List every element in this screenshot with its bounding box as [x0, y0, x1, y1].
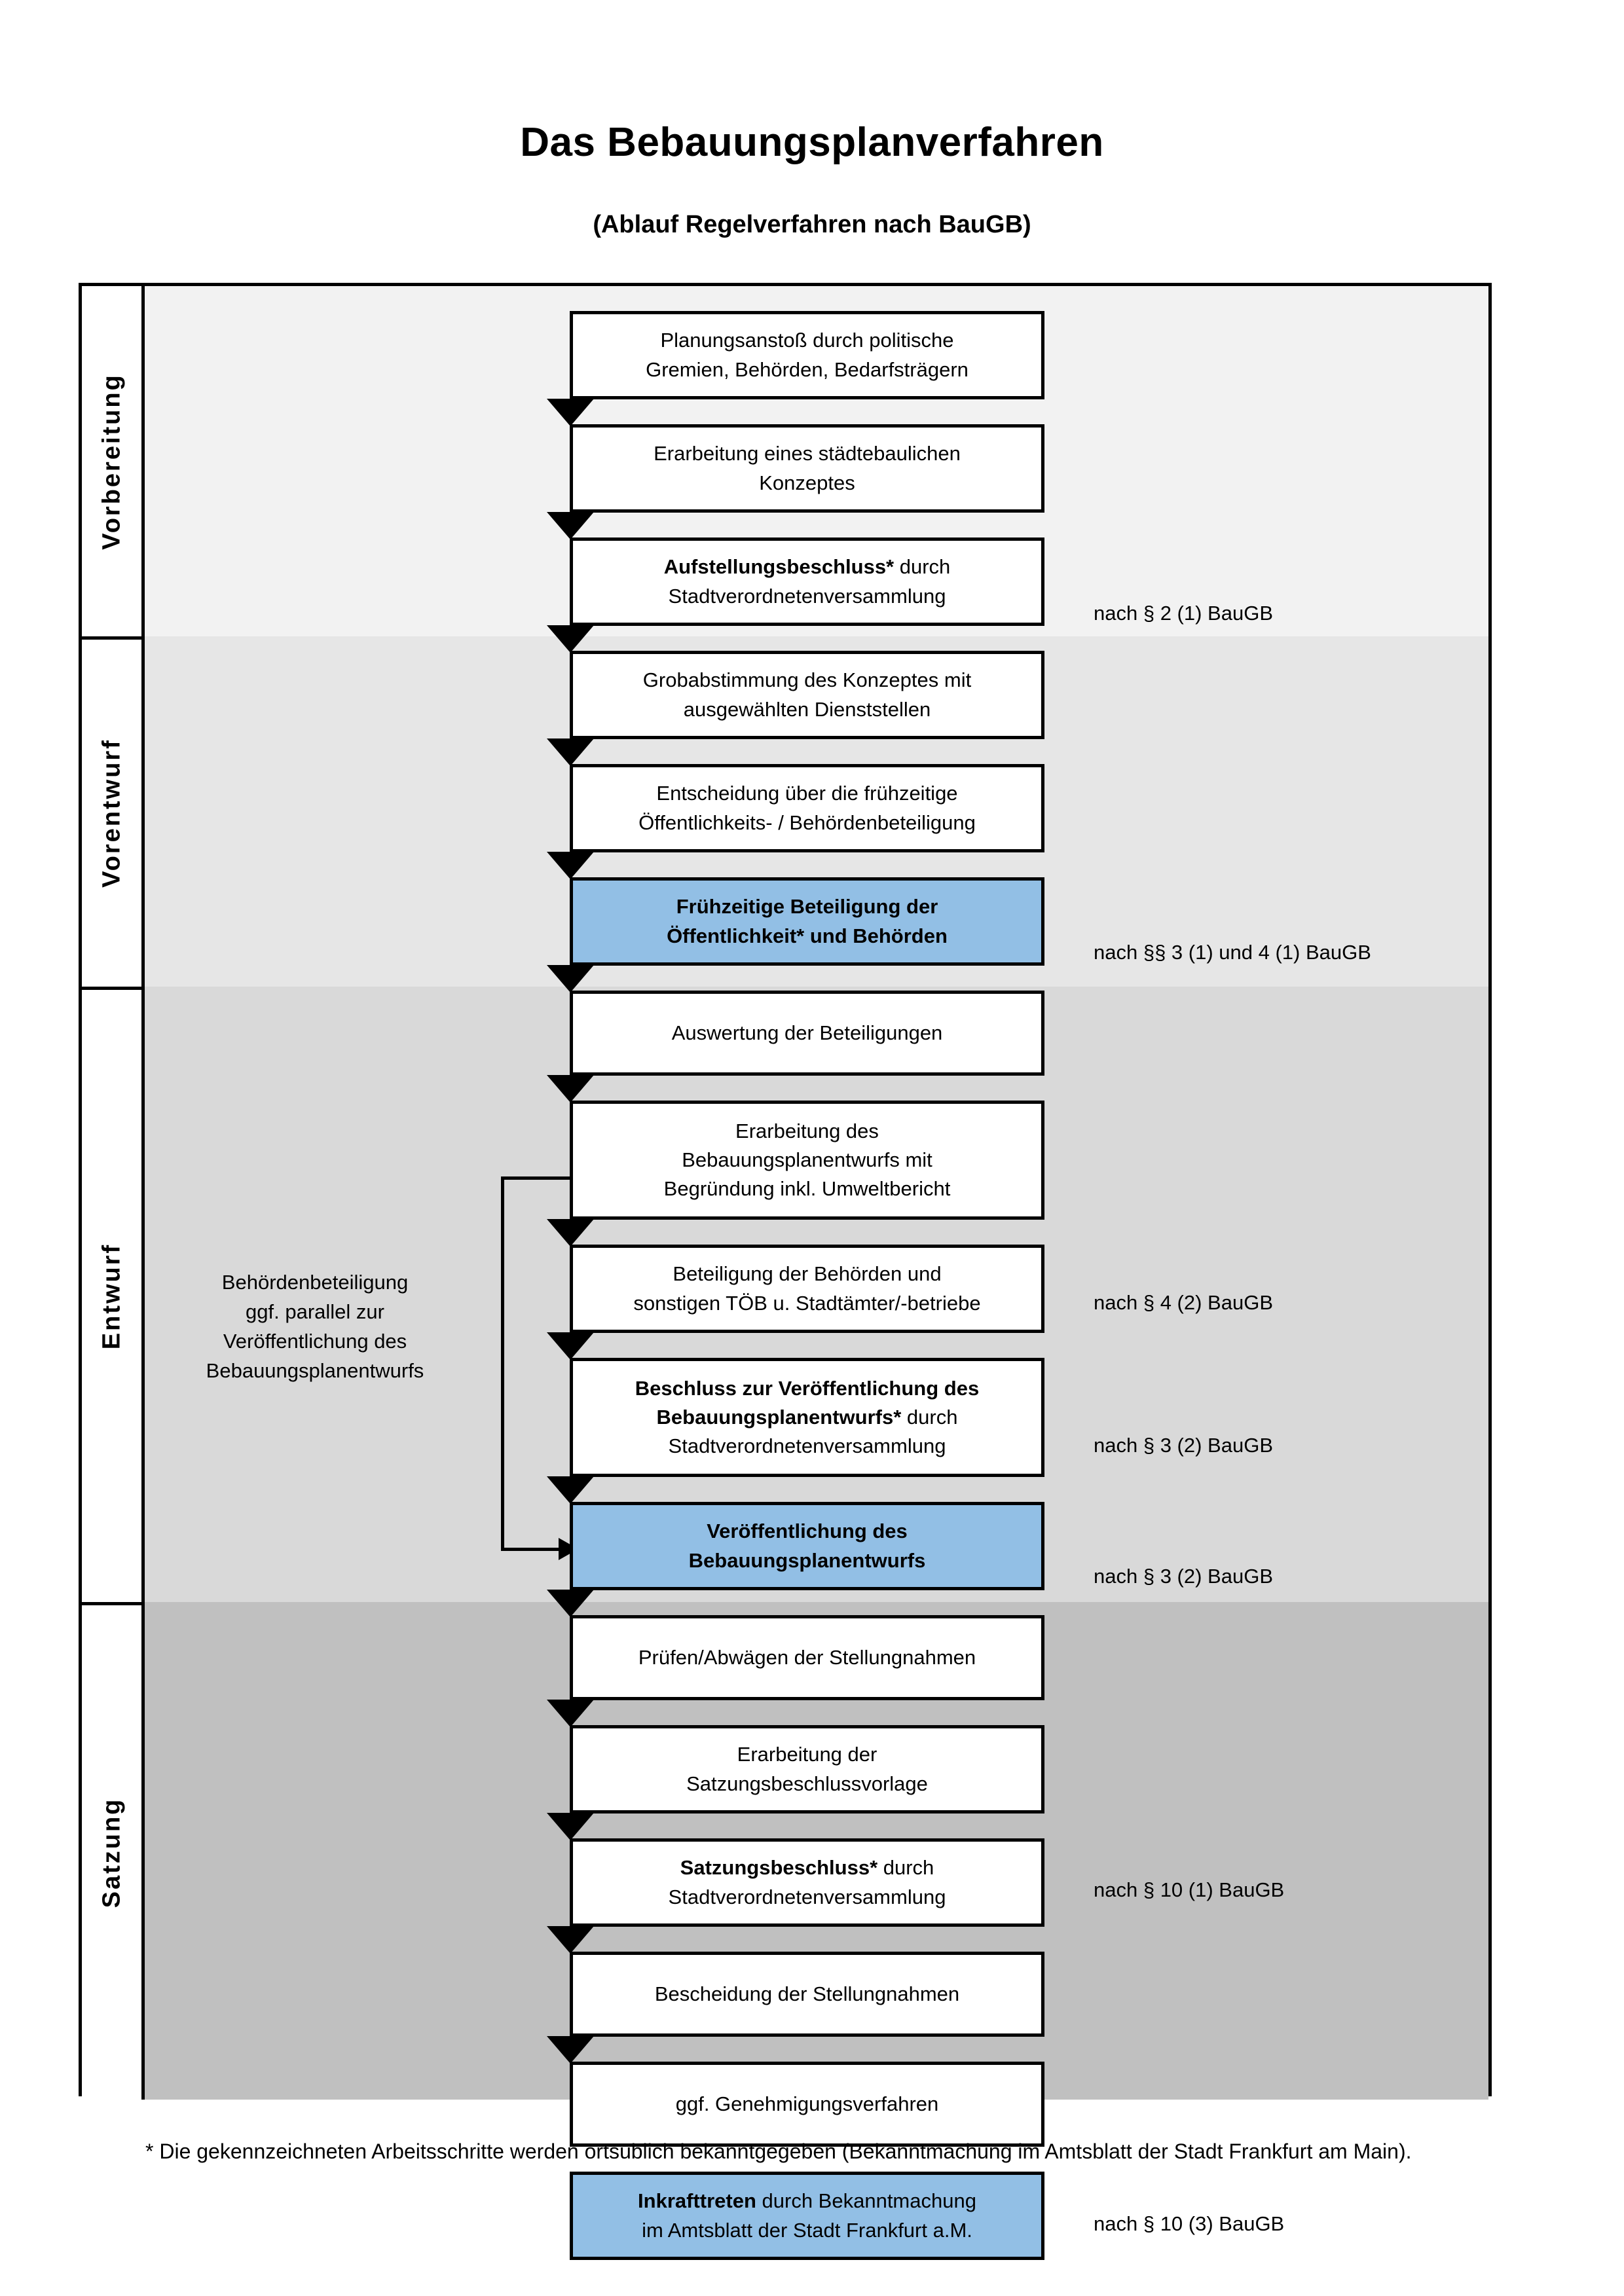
phase-label-text: Entwurf — [98, 1243, 125, 1349]
box-line: Stadtverordnetenversammlung — [668, 1434, 946, 1457]
legal-note-par4-2: nach § 4 (2) BauGB — [1094, 1291, 1273, 1314]
box-line: Satzungsbeschlussvorlage — [686, 1772, 928, 1795]
process-box-inkrafttreten[interactable]: Inkrafttreten durch Bekanntmachung im Am… — [570, 2172, 1044, 2260]
process-box-genehmigungsverfahren[interactable]: ggf. Genehmigungsverfahren — [570, 2062, 1044, 2147]
box-line: Bebauungsplanentwurfs mit — [682, 1148, 932, 1171]
legal-note-par3-2-b: nach § 3 (2) BauGB — [1094, 1565, 1273, 1588]
box-line: im Amtsblatt der Stadt Frankfurt a.M. — [642, 2218, 972, 2242]
process-box-erarbeitung-bplan-entwurf[interactable]: Erarbeitung des Bebauungsplanentwurfs mi… — [570, 1101, 1044, 1220]
process-box-veroeffentlichung-bplan-entwurf[interactable]: Veröffentlichung des Bebauungsplanentwur… — [570, 1502, 1044, 1590]
flow-arrow-s6-s7 — [547, 965, 594, 993]
bracket-top-segment — [501, 1176, 573, 1180]
phase-label-entwurf: Entwurf — [82, 987, 145, 1602]
flow-arrow-s11-s12 — [547, 1590, 594, 1617]
flow-arrow-s12-s13 — [547, 1700, 594, 1727]
bracket-bottom-segment — [501, 1548, 561, 1551]
footnote-text: * Die gekennzeichneten Arbeitsschritte w… — [145, 2140, 1412, 2163]
process-box-beteiligung-behoerden-toeb[interactable]: Beteiligung der Behörden und sonstigen T… — [570, 1245, 1044, 1333]
phase-label-text: Vorentwurf — [98, 738, 125, 888]
legal-note-par3-2-a: nach § 3 (2) BauGB — [1094, 1434, 1273, 1457]
box-line: Bescheidung der Stellungnahmen — [654, 1982, 960, 2005]
flowchart-frame: Vorbereitung Vorentwurf Entwurf Satzung — [79, 283, 1492, 2260]
side-annotation-line: Behördenbeteiligung — [221, 1271, 409, 1294]
box-line-bold: Bebauungsplanentwurfs* — [656, 1405, 902, 1429]
side-annotation-line: Veröffentlichung des — [223, 1329, 407, 1353]
page-subtitle: (Ablauf Regelverfahren nach BauGB) — [593, 211, 1031, 238]
process-box-satzungsbeschluss[interactable]: Satzungsbeschluss* durch Stadtverordnete… — [570, 1838, 1044, 1927]
process-box-grobabstimmung[interactable]: Grobabstimmung des Konzeptes mit ausgewä… — [570, 651, 1044, 739]
process-box-fruehzeitige-beteiligung[interactable]: Frühzeitige Beteiligung der Öffentlichke… — [570, 877, 1044, 966]
box-line: Begründung inkl. Umweltbericht — [663, 1177, 951, 1200]
box-line: Prüfen/Abwägen der Stellungnahmen — [638, 1645, 976, 1669]
box-line: durch — [877, 1856, 934, 1880]
phase-label-text: Satzung — [98, 1797, 125, 1908]
box-line-bold: Veröffentlichung des — [707, 1520, 908, 1543]
flow-arrow-s2-s3 — [547, 512, 594, 539]
box-line-bold: Inkrafttreten — [638, 2189, 756, 2213]
process-box-staedtebauliches-konzept[interactable]: Erarbeitung eines städtebaulichen Konzep… — [570, 424, 1044, 513]
process-box-aufstellungsbeschluss[interactable]: Aufstellungsbeschluss* durch Stadtverord… — [570, 538, 1044, 626]
legal-note-par2-1: nach § 2 (1) BauGB — [1094, 602, 1273, 625]
flow-arrow-s5-s6 — [547, 852, 594, 879]
phase-label-satzung: Satzung — [82, 1602, 145, 2100]
box-line: durch — [901, 1405, 958, 1429]
process-box-entscheidung-fruehzeitige-beteiligung[interactable]: Entscheidung über die frühzeitige Öffent… — [570, 764, 1044, 852]
box-line: Grobabstimmung des Konzeptes mit — [642, 668, 972, 692]
box-line: Erarbeitung eines städtebaulichen — [654, 442, 961, 465]
flow-arrow-s7-s8 — [547, 1075, 594, 1102]
flow-arrow-s14-s15 — [547, 1926, 594, 1954]
box-line: durch — [894, 555, 951, 579]
box-line: Konzeptes — [759, 471, 855, 494]
box-line: Erarbeitung der — [737, 1743, 877, 1766]
box-line: durch Bekanntmachung — [756, 2189, 976, 2213]
box-line: Erarbeitung des — [735, 1119, 879, 1142]
process-box-planungsanstoss[interactable]: Planungsanstoß durch politische Gremien,… — [570, 311, 1044, 399]
box-line: Beteiligung der Behörden und — [673, 1262, 942, 1286]
flow-arrow-s3-s4 — [547, 625, 594, 653]
box-line: Stadtverordnetenversammlung — [668, 1885, 946, 1908]
process-box-pruefen-abwaegen[interactable]: Prüfen/Abwägen der Stellungnahmen — [570, 1615, 1044, 1700]
process-box-erarbeitung-satzungsbeschlussvorlage[interactable]: Erarbeitung der Satzungsbeschlussvorlage — [570, 1725, 1044, 1813]
box-line: ausgewählten Dienststellen — [683, 697, 931, 721]
legal-note-par3-1-4-1: nach §§ 3 (1) und 4 (1) BauGB — [1094, 941, 1371, 964]
phase-label-vorentwurf: Vorentwurf — [82, 636, 145, 987]
bracket-vertical — [501, 1176, 504, 1551]
box-line: Öffentlichkeits- / Behördenbeteiligung — [638, 811, 976, 834]
page-title: Das Bebauungsplanverfahren — [520, 120, 1104, 165]
flow-arrow-s9-s10 — [547, 1332, 594, 1360]
flow-arrow-s10-s11 — [547, 1476, 594, 1504]
box-line: Auswertung der Beteiligungen — [671, 1021, 943, 1044]
process-box-bescheidung-stellungnahmen[interactable]: Bescheidung der Stellungnahmen — [570, 1952, 1044, 2037]
box-line: sonstigen TÖB u. Stadtämter/-betriebe — [633, 1291, 981, 1315]
flow-arrow-s8-s9 — [547, 1219, 594, 1247]
box-line: Gremien, Behörden, Bedarfsträgern — [646, 357, 969, 381]
box-line: Stadtverordnetenversammlung — [668, 584, 946, 608]
box-line-bold: Frühzeitige Beteiligung der — [676, 895, 938, 919]
box-line-bold: Bebauungsplanentwurfs — [688, 1548, 926, 1572]
side-annotation-line: Bebauungsplanentwurfs — [206, 1358, 424, 1382]
process-box-auswertung-beteiligungen[interactable]: Auswertung der Beteiligungen — [570, 991, 1044, 1076]
flow-arrow-s1-s2 — [547, 399, 594, 426]
legal-note-par10-1: nach § 10 (1) BauGB — [1094, 1878, 1285, 1901]
box-line: Planungsanstoß durch politische — [660, 329, 954, 352]
box-line-bold: Aufstellungsbeschluss* — [663, 555, 895, 579]
box-line-bold: Öffentlichkeit* und Behörden — [667, 924, 948, 947]
box-line: ggf. Genehmigungsverfahren — [675, 2092, 939, 2115]
box-line-bold: Satzungsbeschluss* — [680, 1856, 878, 1880]
flow-arrow-s15-s16 — [547, 2036, 594, 2064]
flow-arrow-s4-s5 — [547, 738, 594, 766]
box-line: Entscheidung über die frühzeitige — [656, 782, 958, 805]
side-annotation-line: ggf. parallel zur — [246, 1300, 384, 1323]
phase-label-vorbereitung: Vorbereitung — [82, 286, 145, 636]
process-box-beschluss-veroeffentlichung[interactable]: Beschluss zur Veröffentlichung des Bebau… — [570, 1358, 1044, 1477]
side-annotation-behoerdenbeteiligung: Behördenbeteiligung ggf. parallel zur Ve… — [171, 1268, 459, 1386]
flow-arrow-s13-s14 — [547, 1813, 594, 1840]
phase-label-text: Vorbereitung — [98, 373, 125, 550]
legal-note-par10-3: nach § 10 (3) BauGB — [1094, 2212, 1285, 2235]
box-line-bold: Beschluss zur Veröffentlichung des — [635, 1376, 980, 1400]
